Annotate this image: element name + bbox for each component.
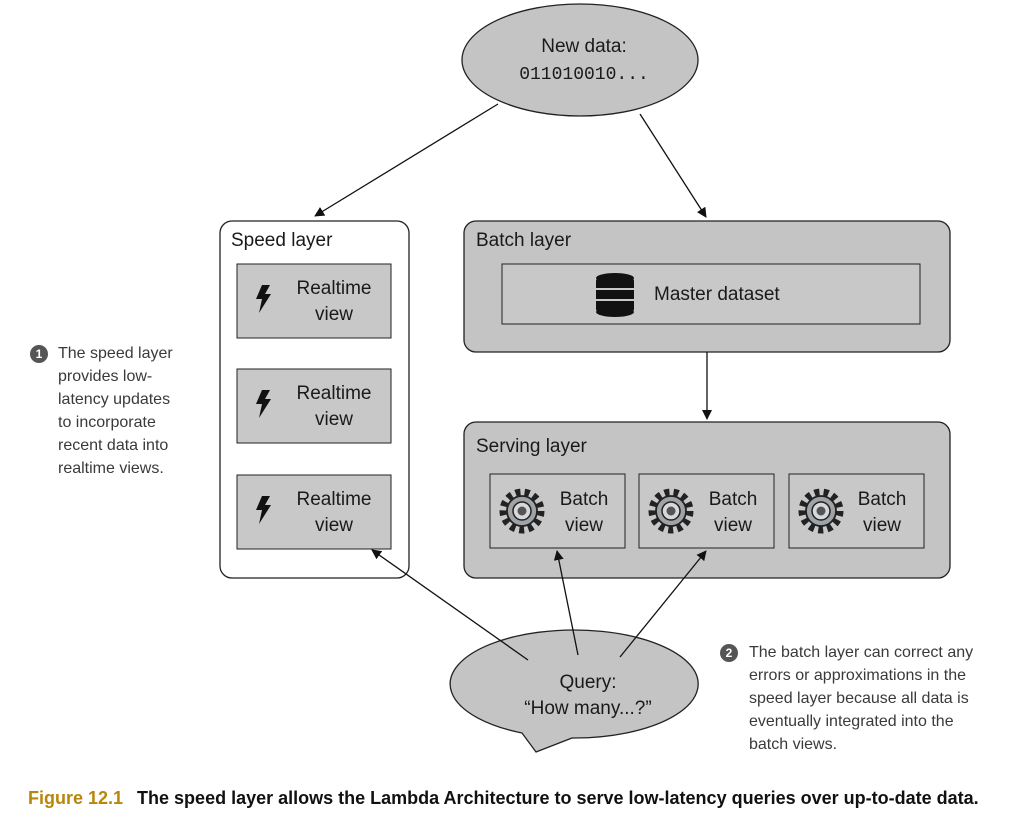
realtime-view-label: Realtime: [297, 383, 372, 404]
batch-view-label: view: [565, 515, 603, 536]
arrow-newdata-to-speed: [314, 103, 499, 217]
serving-layer: Serving layer Batch view Batch view Batc…: [463, 421, 951, 579]
batch-view-label: view: [863, 515, 901, 536]
new-data-title: New data:: [541, 36, 627, 57]
speed-layer-title: Speed layer: [231, 230, 333, 251]
batch-layer-title: Batch layer: [476, 230, 572, 251]
realtime-view-label: view: [315, 409, 353, 430]
batch-view-label: view: [714, 515, 752, 536]
database-icon: [596, 273, 634, 317]
realtime-view-label: view: [315, 515, 353, 536]
annotation-batch-layer: The batch layer can correct any errors o…: [749, 644, 974, 753]
query-bubble: Query: “How many...?”: [449, 629, 699, 753]
figure-caption: Figure 12.1 The speed layer allows the La…: [28, 786, 1003, 810]
realtime-view-label: Realtime: [297, 278, 372, 299]
figure-caption-text: The speed layer allows the Lambda Archit…: [137, 788, 979, 808]
query-text: “How many...?”: [524, 698, 651, 719]
arrow-newdata-to-batch: [639, 113, 707, 218]
arrow-query-to-batch-view-1: [553, 550, 579, 656]
new-data-bits: 011010010...: [519, 65, 649, 85]
batch-view-label: Batch: [858, 489, 907, 510]
batch-view-label: Batch: [709, 489, 758, 510]
realtime-view-3: Realtime view: [236, 474, 392, 550]
annotation-badge-1: 1: [30, 345, 48, 363]
batch-view-label: Batch: [560, 489, 609, 510]
realtime-view-1: Realtime view: [236, 263, 392, 339]
batch-view-1: Batch view: [489, 473, 626, 549]
figure-number: Figure 12.1: [28, 788, 124, 808]
arrow-query-to-batch-view-2: [619, 550, 707, 658]
realtime-view-label: Realtime: [297, 489, 372, 510]
query-title: Query:: [559, 672, 616, 693]
annotation-speed-layer: The speed layer provides low- latency up…: [58, 345, 173, 477]
master-dataset: Master dataset: [501, 263, 921, 325]
serving-layer-title: Serving layer: [476, 436, 588, 457]
batch-layer: Batch layer Master dataset: [463, 220, 951, 353]
batch-view-3: Batch view: [788, 473, 925, 549]
speed-layer: Speed layer Realtime view Realtime view …: [219, 220, 410, 579]
arrow-query-to-realtime: [371, 549, 529, 661]
master-dataset-label: Master dataset: [654, 284, 780, 305]
new-data-node: New data: 011010010...: [461, 3, 699, 117]
realtime-view-label: view: [315, 304, 353, 325]
annotation-badge-2: 2: [720, 644, 738, 662]
realtime-view-2: Realtime view: [236, 368, 392, 444]
batch-view-2: Batch view: [638, 473, 775, 549]
lambda-architecture-diagram: New data: 011010010... Speed layer Realt…: [219, 3, 951, 753]
